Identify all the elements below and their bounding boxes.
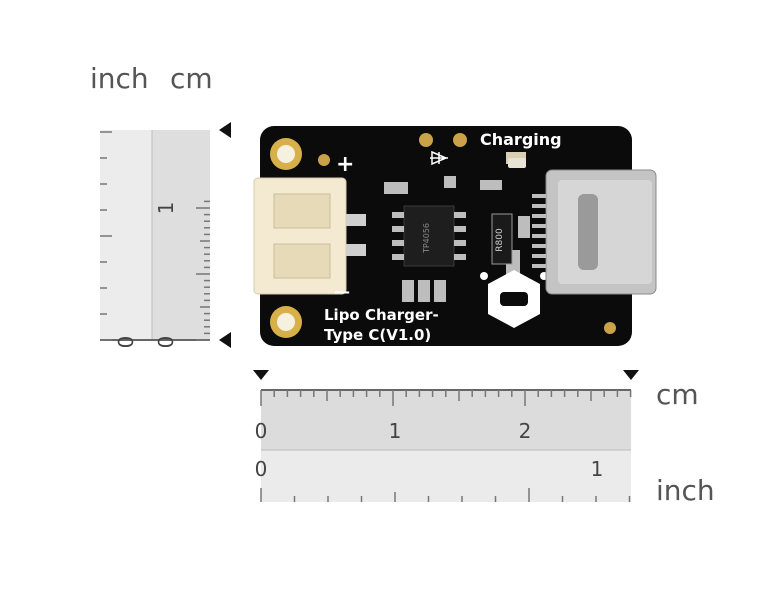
left-cm-one: 1 <box>154 202 178 215</box>
pcb-board: R800 TP4056 <box>253 126 657 346</box>
bottom-cm-label: cm <box>656 378 699 411</box>
left-cm-label: cm <box>170 62 213 95</box>
robot-logo-icon <box>480 270 548 328</box>
bottom-right-arrow <box>623 370 639 380</box>
bottom-left-arrow <box>253 370 269 380</box>
usb-type-c-port <box>532 169 657 295</box>
left-inch-zero: 0 <box>114 336 138 349</box>
bottom-inch-label: inch <box>656 474 715 507</box>
left-cm-zero: 0 <box>154 336 178 349</box>
left-ruler: 0 0 1 <box>100 122 231 349</box>
charging-led <box>508 158 526 168</box>
left-ruler-inch-strip <box>100 130 152 340</box>
charging-label: Charging <box>480 130 562 149</box>
bottom-cm-two: 2 <box>519 419 532 443</box>
left-ruler-cm-strip <box>152 130 210 340</box>
resistor-label: R800 <box>495 228 505 252</box>
board-name-line1: Lipo Charger- <box>324 306 439 324</box>
plus-sign: + <box>336 152 355 177</box>
left-bottom-arrow <box>219 332 231 348</box>
sense-resistor <box>491 213 513 265</box>
left-top-arrow <box>219 122 231 138</box>
ic-marking: TP4056 <box>422 223 431 254</box>
bottom-ruler: 0 1 2 0 1 <box>253 370 639 502</box>
board-name-line2: Type C(V1.0) <box>324 326 432 344</box>
charger-ic: TP4056 <box>392 205 466 267</box>
bottom-inch-zero: 0 <box>255 457 268 481</box>
bottom-cm-one: 1 <box>389 419 402 443</box>
bottom-cm-zero: 0 <box>255 419 268 443</box>
left-inch-label: inch <box>90 62 149 95</box>
bottom-ruler-inch-strip <box>261 450 631 502</box>
minus-sign: — <box>334 282 350 301</box>
bottom-ruler-cm-strip <box>261 390 631 450</box>
led-symbol <box>430 150 448 166</box>
bottom-inch-one: 1 <box>591 457 604 481</box>
